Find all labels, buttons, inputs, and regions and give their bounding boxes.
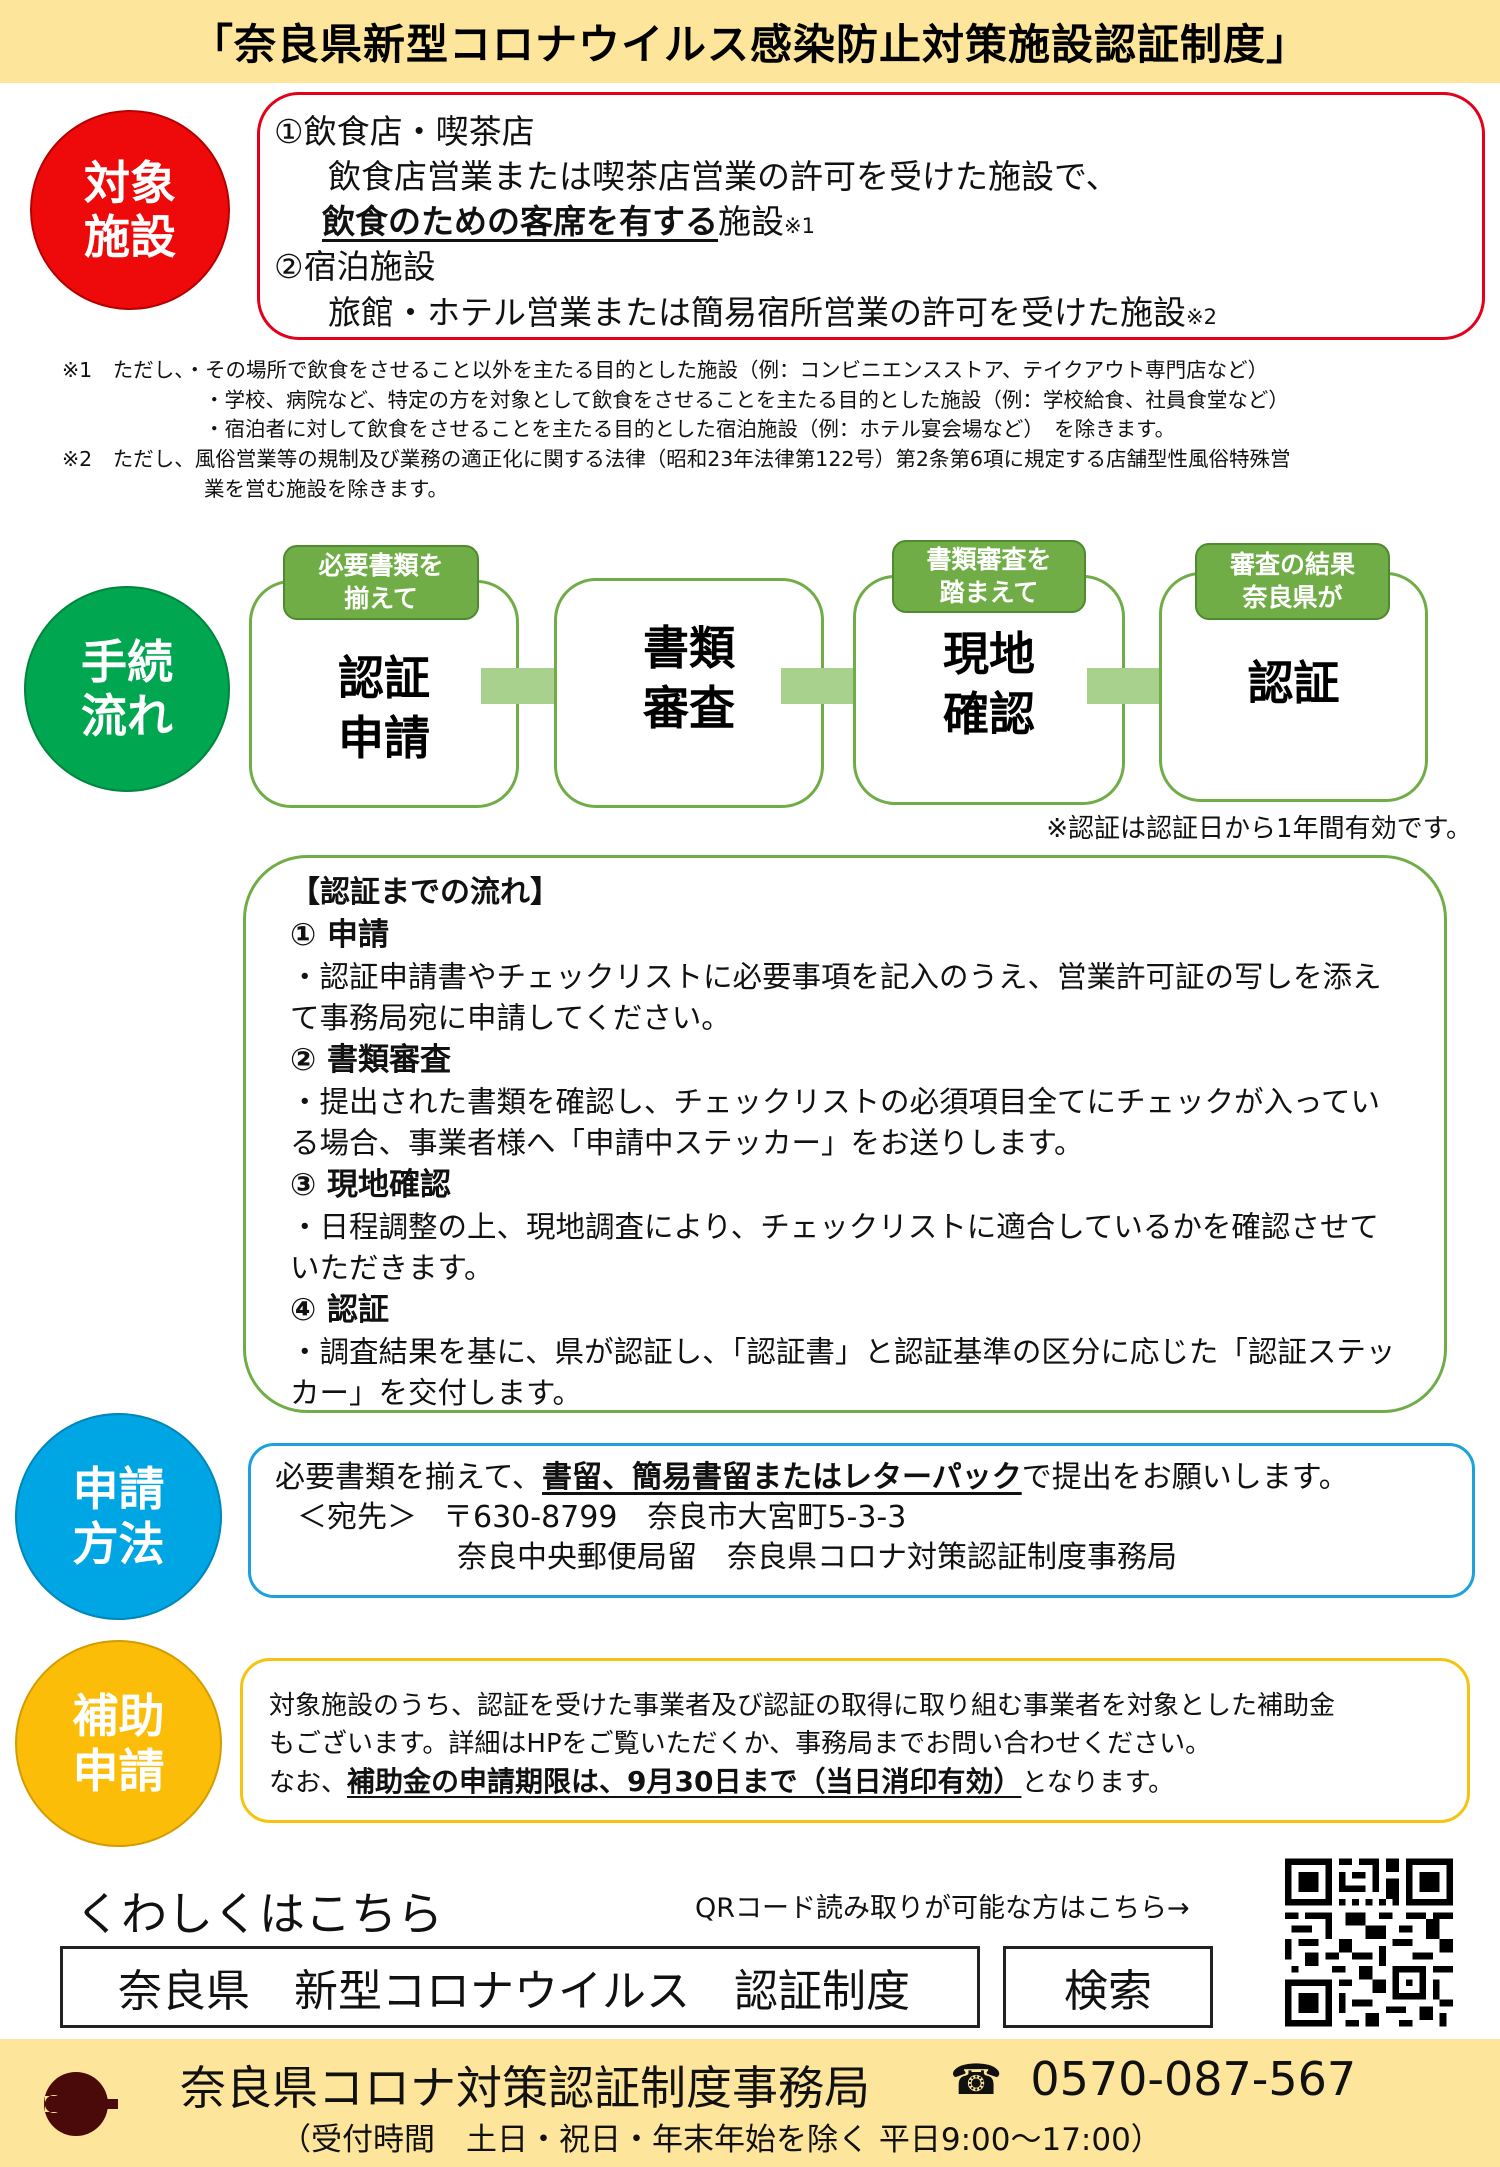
tab-line: 審査の結果: [1229, 550, 1355, 579]
footnote-1-line: ・その場所で飲食をさせること以外を主たる目的とした施設（例：コンビニエンスストア…: [184, 358, 1269, 382]
subsidy-pre: なお、: [269, 1768, 348, 1798]
item1-rest: 施設: [718, 202, 784, 241]
badge-procedure-flow: 手続 流れ: [24, 586, 230, 792]
footnote-2-row-2: 業を営む施設を除きます。: [204, 476, 448, 501]
qr-code-icon[interactable]: [1285, 1858, 1453, 2027]
process-step-text: ・認証申請書やチェックリストに必要事項を記入のうえ、営業許可証の写しを添えて事務…: [290, 960, 1382, 1035]
subsidy-deadline: 補助金の申請期限は、9月30日まで（当日消印有効）: [347, 1765, 1022, 1798]
footnotes: ※1 ただし、・その場所で飲食をさせること以外を主たる目的とした施設（例：コンビ…: [62, 356, 1492, 505]
header-band: 「奈良県新型コロナウイルス感染防止対策施設認証制度」: [0, 0, 1500, 83]
badge-application-method: 申請 方法: [15, 1413, 222, 1620]
target-facilities-box: ①飲食店・喫茶店 飲食店営業または喫茶店営業の許可を受けた施設で、 飲食のための…: [257, 92, 1485, 340]
flow-label-line: 現地: [943, 627, 1035, 682]
flow-label-line: 申請: [338, 711, 430, 765]
flow-step-label: 書類 審査: [643, 619, 735, 739]
phone-icon: ☎: [950, 2054, 1003, 2104]
footnote-1-row-3: ・宿泊者に対して飲食をさせることを主たる目的とした宿泊施設（例：ホテル宴会場など…: [204, 417, 1176, 442]
office-hours: （受付時間 土日・祝日・年末年始を除く 平日9:00～17:00）: [280, 2122, 1162, 2158]
application-method-box: 必要書類を揃えて、書留、簡易書留またはレターパックで提出をお願いします。 ＜宛先…: [248, 1443, 1475, 1598]
phone-contact: ☎ 0570-087-567: [950, 2052, 1356, 2106]
footnote-1-row-1: ※1 ただし、・その場所で飲食をさせること以外を主たる目的とした施設（例：コンビ…: [62, 356, 1492, 386]
flow-tab-4: 審査の結果奈良県が: [1195, 543, 1390, 620]
footnote-1-row-2: ・学校、病院など、特定の方を対象として飲食をさせることを主たる目的とした施設（例…: [204, 387, 1289, 412]
item1-description-2: 飲食のための客席を有する施設※1: [322, 195, 815, 243]
search-query-box[interactable]: 奈良県 新型コロナウイルス 認証制度: [60, 1946, 980, 2028]
flow-tab-1: 必要書類を揃えて: [283, 545, 479, 620]
phone-number[interactable]: 0570-087-567: [1030, 2052, 1357, 2106]
tab-line: 揃えて: [344, 583, 418, 613]
tab-line: 必要書類を: [318, 551, 444, 580]
tab-line: 書類審査を: [926, 545, 1052, 574]
tab-line: 奈良県が: [1242, 582, 1343, 612]
badge-line: 申請: [72, 1462, 165, 1517]
process-step-text: ・提出された書類を確認し、チェックリストの必須項目全てにチェックが入っている場合…: [290, 1085, 1381, 1160]
tab-line: 踏まえて: [939, 577, 1039, 607]
instruction-pre: 必要書類を揃えて、: [275, 1460, 542, 1495]
item1-title: ①飲食店・喫茶店: [274, 112, 535, 151]
badge-line: 補助: [72, 1689, 165, 1744]
subsidy-line-2: もございます。詳細はHPをご覧いただくか、事務局までお問い合わせください。: [269, 1729, 1212, 1759]
subsidy-post: となります。: [1021, 1768, 1175, 1798]
address-line-1: ＜宛先＞ 〒630-8799 奈良市大宮町5-3-3: [275, 1498, 1472, 1538]
flow-step-label: 認証 申請: [338, 619, 430, 769]
flow-step-document-review: 書類 審査: [554, 578, 824, 808]
footnote-2-row-1: ※2 ただし、風俗営業等の規制及び業務の適正化に関する法律（昭和23年法律第12…: [62, 447, 1291, 472]
badge-line: 方法: [72, 1516, 165, 1571]
address-label: ＜宛先＞: [297, 1500, 417, 1535]
badge-line: 施設: [84, 210, 176, 264]
process-step-heading: ④ 認証: [290, 1292, 390, 1328]
flow-label-line: 確認: [943, 687, 1035, 741]
process-step-heading: ② 書類審査: [290, 1042, 452, 1078]
process-details-box: 【認証までの流れ】 ① 申請 ・認証申請書やチェックリストに必要事項を記入のうえ…: [243, 855, 1447, 1413]
footnote-mark-2: ※2: [1186, 305, 1217, 329]
flow-step-label: 現地 確認: [943, 625, 1035, 745]
item1-emphasis: 飲食のための客席を有する: [322, 202, 718, 241]
footnote-mark-1: ※1: [784, 214, 815, 238]
instruction-post: で提出をお願いします。: [1021, 1460, 1349, 1495]
flow-tab-3: 書類審査を踏まえて: [892, 540, 1086, 613]
mail-methods: 書留、簡易書留またはレターパック: [542, 1460, 1022, 1495]
address-postal: 〒630-8799 奈良市大宮町5-3-3: [443, 1500, 907, 1535]
qr-instruction: QRコード読み取りが可能な方はこちら→: [695, 1893, 1190, 1924]
address-line-2: 奈良中央郵便局留 奈良県コロナ対策認証制度事務局: [457, 1540, 1177, 1575]
badge-line: 対象: [84, 155, 176, 210]
badge-subsidy: 補助 申請: [15, 1640, 222, 1847]
badge-target-facilities: 対象 施設: [30, 110, 230, 310]
footnote-1-prefix: ※1 ただし、: [62, 358, 185, 382]
page-title: 「奈良県新型コロナウイルス感染防止対策施設認証制度」: [190, 20, 1309, 69]
flow-label-line: 認証: [1247, 656, 1340, 711]
search-button[interactable]: 検索: [1003, 1946, 1213, 2028]
footer-band: [0, 2039, 1500, 2167]
subsidy-line-3: なお、補助金の申請期限は、9月30日まで（当日消印有効）となります。: [269, 1763, 1467, 1802]
badge-line: 手続: [81, 634, 173, 689]
flow-step-site-check: 現地 確認: [853, 575, 1125, 805]
item2-title: ②宿泊施設: [274, 247, 436, 286]
subsidy-box: 対象施設のうち、認証を受けた事業者及び認証の取得に取り組む事業者を対象とした補助…: [240, 1658, 1470, 1823]
more-info-label: くわしくはこちら: [75, 1887, 443, 1941]
nara-prefecture-emblem-icon: [44, 2072, 118, 2136]
item1-description: 飲食店営業または喫茶店営業の許可を受けた施設で、: [328, 157, 1119, 196]
badge-line: 申請: [72, 1743, 165, 1798]
office-name: 奈良県コロナ対策認証制度事務局: [180, 2061, 870, 2115]
process-step-text: ・調査結果を基に、県が認証し、「認証書」と認証基準の区分に応じた「認証ステッカー…: [290, 1335, 1396, 1410]
validity-note: ※認証は認証日から1年間有効です。: [1046, 814, 1472, 844]
flow-label-line: 審査: [643, 681, 735, 735]
item2-text: 旅館・ホテル営業または簡易宿所営業の許可を受けた施設: [328, 293, 1186, 332]
subsidy-line-1: 対象施設のうち、認証を受けた事業者及び認証の取得に取り組む事業者を対象とした補助…: [269, 1691, 1336, 1721]
flow-label-line: 書類: [643, 621, 735, 676]
flow-label-line: 認証: [338, 651, 430, 706]
process-step-text: ・日程調整の上、現地調査により、チェックリストに適合しているかを確認させていただ…: [290, 1210, 1379, 1285]
process-title: 【認証までの流れ】: [290, 875, 560, 910]
flow-step-label: 認証: [1248, 654, 1340, 714]
item2-description: 旅館・ホテル営業または簡易宿所営業の許可を受けた施設※2: [328, 286, 1217, 334]
application-instruction: 必要書類を揃えて、書留、簡易書留またはレターパックで提出をお願いします。: [275, 1458, 1472, 1498]
badge-line: 流れ: [81, 689, 173, 743]
process-step-heading: ① 申請: [290, 917, 390, 953]
process-step-heading: ③ 現地確認: [290, 1167, 452, 1203]
